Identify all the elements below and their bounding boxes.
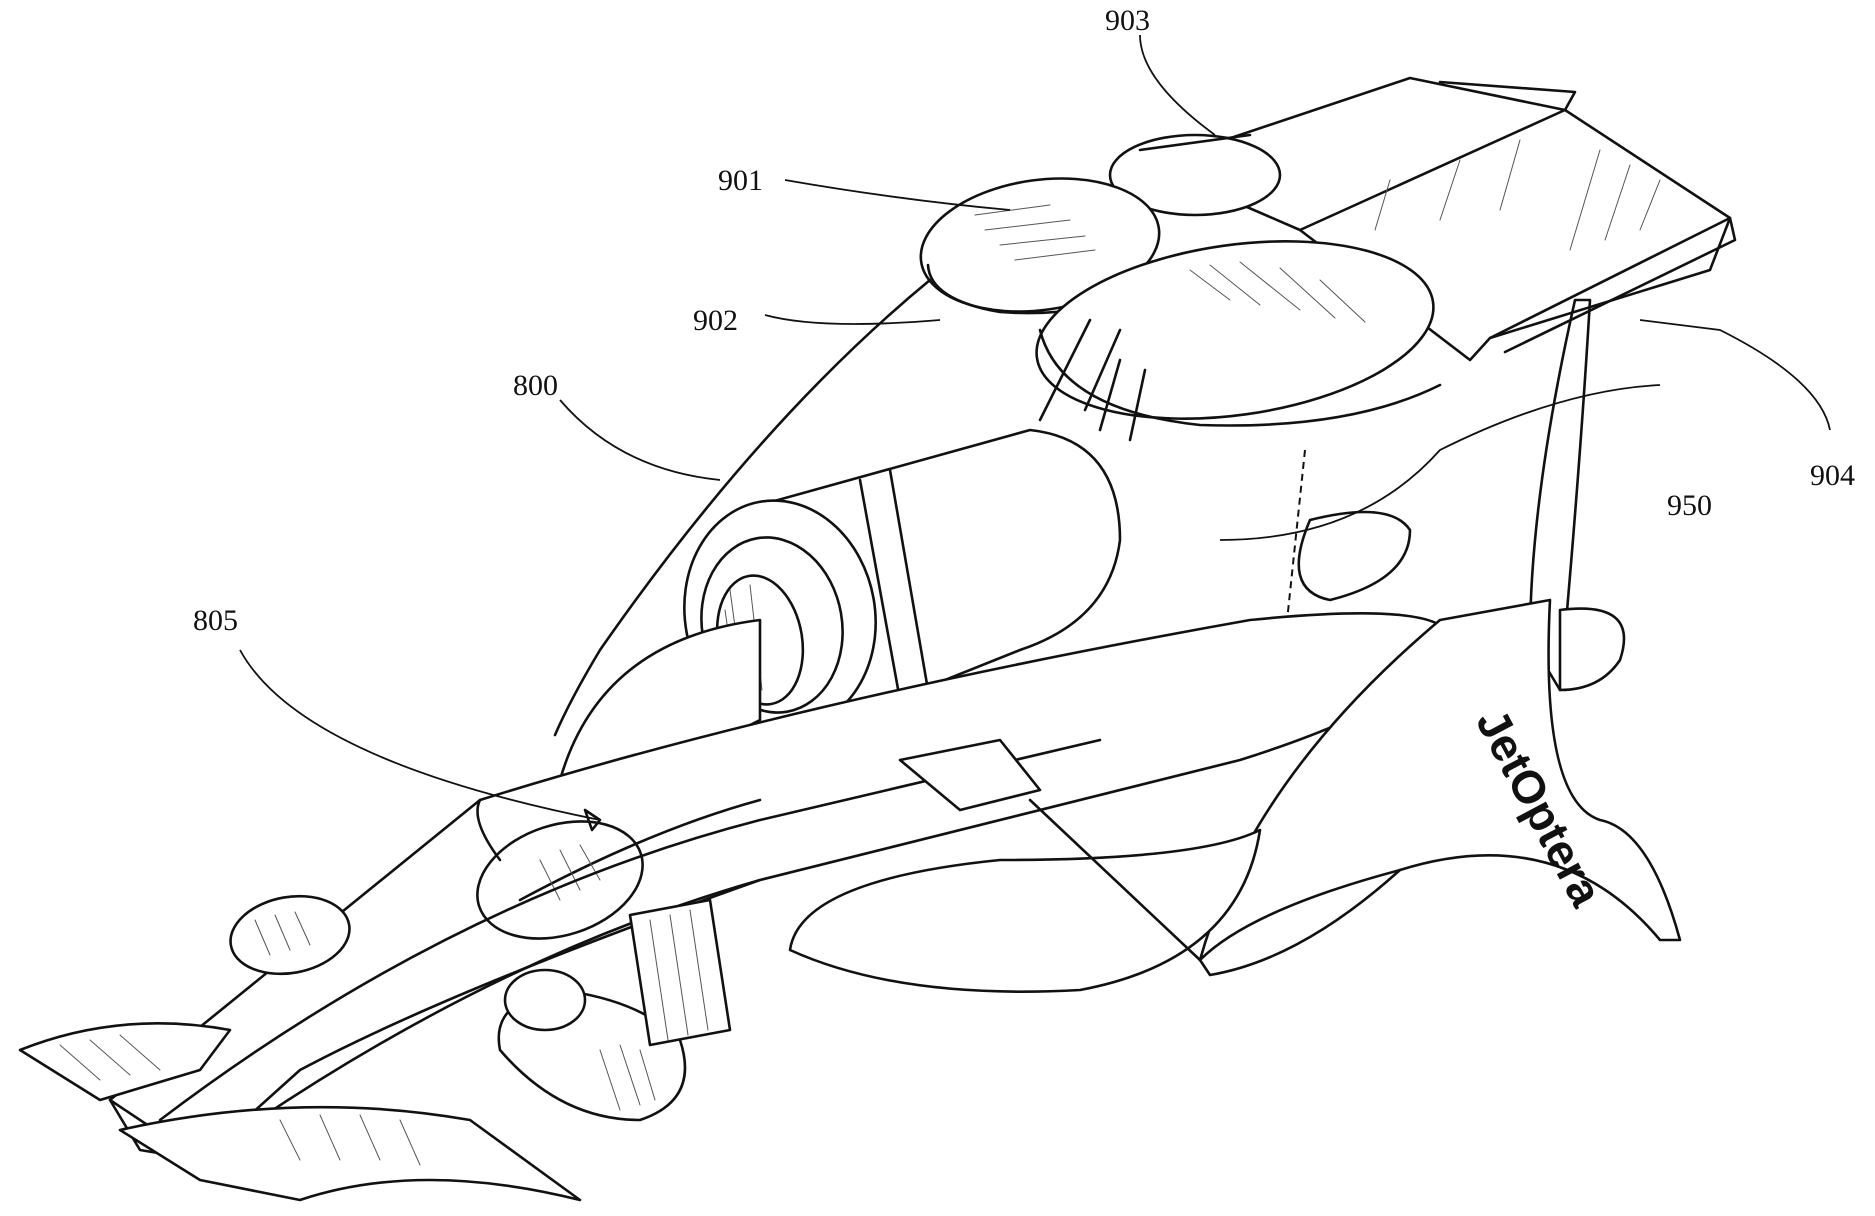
label-904: 904 [1810,459,1855,492]
label-902: 902 [693,304,738,337]
label-800: 800 [513,369,558,402]
label-901: 901 [718,164,763,197]
front-lower-wing [120,1107,580,1200]
label-805: 805 [193,604,238,637]
side-pod-upper [1299,512,1410,600]
label-903: 903 [1105,4,1150,37]
label-950: 950 [1667,489,1712,522]
